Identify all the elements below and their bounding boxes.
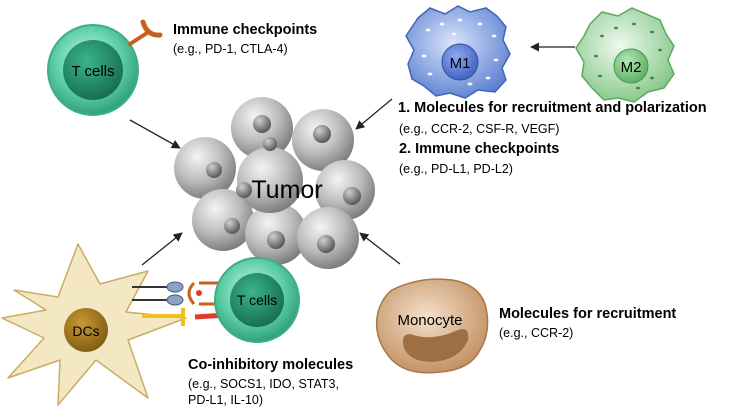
macrophage-item1-examples: (e.g., CCR-2, CSF-R, VEGF) <box>399 122 560 136</box>
tcell-to-tumor-arrow <box>129 119 181 149</box>
mhc-molecule-icon <box>166 281 184 293</box>
m2-label: M2 <box>621 59 642 76</box>
m1-granules <box>421 18 499 86</box>
monocyte-nucleus <box>402 329 469 362</box>
monocyte-to-tumor-arrow <box>359 232 401 265</box>
tcell-top: T cells <box>47 24 139 116</box>
tcell-dc: T cells <box>214 257 300 343</box>
tcell-top-label: T cells <box>71 63 114 80</box>
tcell-dc-nucleus <box>230 273 284 327</box>
dendritic-cell: DCs <box>1 243 187 406</box>
macrophage-item2-examples: (e.g., PD-L1, PD-L2) <box>399 162 513 176</box>
receptor-ligand-dot <box>196 290 202 296</box>
co-inhibitory-examples-line1: (e.g., SOCS1, IDO, STAT3, <box>188 377 339 391</box>
macrophage-item2-heading: 2. Immune checkpoints <box>399 141 560 157</box>
tumor-label: Tumor <box>251 176 322 204</box>
m2-macrophage: M2 <box>575 7 675 103</box>
m1-label: M1 <box>450 55 471 72</box>
monocyte-label: Monocyte <box>397 312 462 329</box>
tcr-receptor-icon <box>187 281 196 306</box>
m1-nucleus <box>441 43 479 81</box>
dc-to-tumor-arrow <box>141 232 183 266</box>
dc-label: DCs <box>72 323 99 339</box>
m2-granules <box>594 22 662 90</box>
macrophage-item1-heading: 1. Molecules for recruitment and polariz… <box>398 100 707 116</box>
monocyte: Monocyte <box>375 278 489 374</box>
tcell-dc-label: T cells <box>237 292 277 308</box>
monocyte-recruitment-heading: Molecules for recruitment <box>499 306 677 322</box>
macrophage-to-tumor-arrow <box>355 98 393 130</box>
costim-molecule-icon <box>166 294 184 306</box>
co-inhibitory-heading: Co-inhibitory molecules <box>188 357 354 373</box>
m1-macrophage: M1 <box>405 5 511 99</box>
dc-nucleus <box>64 308 108 352</box>
pd1-receptor-icon <box>128 19 163 46</box>
tcell-top-nucleus <box>63 40 123 100</box>
monocyte-recruitment-examples: (e.g., CCR-2) <box>499 326 574 340</box>
tcell-checkpoints-examples: (e.g., PD-1, CTLA-4) <box>173 42 288 56</box>
tumor-nuclei <box>206 115 361 253</box>
tcell-checkpoints-heading: Immune checkpoints <box>173 22 318 38</box>
co-inhibitory-examples-line2: PD-L1, IL-10) <box>188 393 264 407</box>
m2-nucleus <box>613 48 649 84</box>
tumor-cluster: Tumor <box>174 97 375 269</box>
